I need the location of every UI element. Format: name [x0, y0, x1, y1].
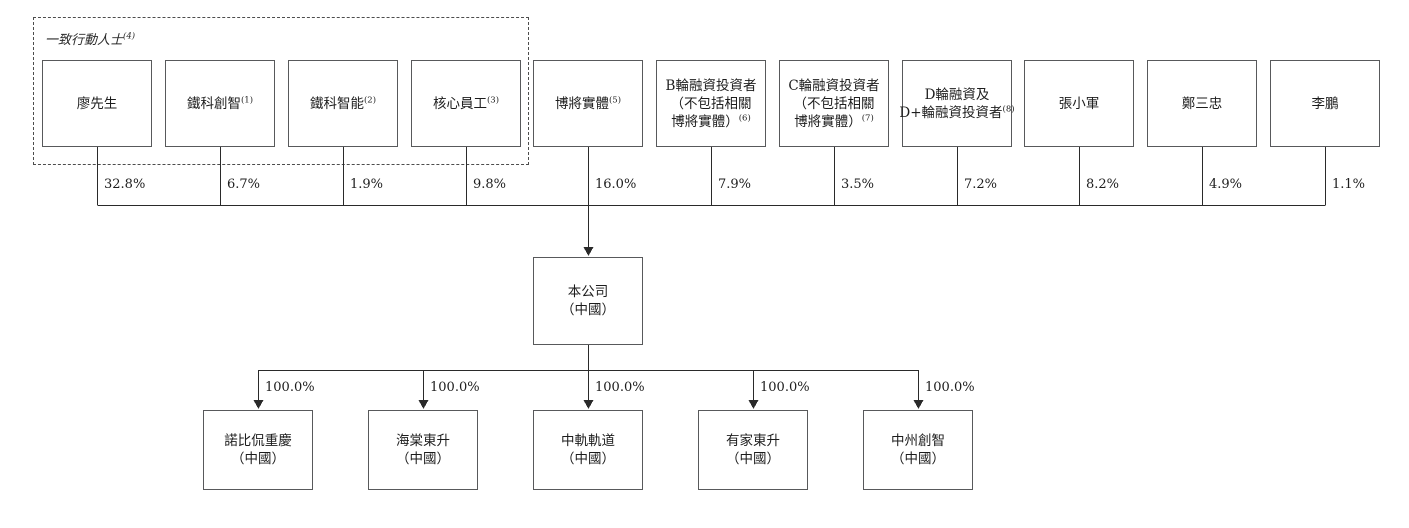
group-label-text: 一致行動人士: [45, 33, 124, 48]
shareholder-box-series-c-investors: C輪融資投資者 （不包括相關 博將實體）(7): [779, 60, 889, 147]
shareholder-box-bojiang-entities: 博將實體(5): [533, 60, 643, 147]
shareholder-name: 李鵬: [1311, 95, 1339, 112]
ownership-pct-zheng-sanzhong: 4.9%: [1209, 177, 1243, 192]
shareholder-name-line1: B輪融資投資者: [665, 77, 757, 94]
shareholder-box-zheng-sanzhong: 鄭三忠: [1147, 60, 1257, 147]
ownership-pct-mr-liao: 32.8%: [104, 177, 146, 192]
subsidiary-box-zhongzhou-chuangzhi: 中州創智 （中國）: [863, 410, 973, 490]
ownership-pct-bojiang: 16.0%: [595, 177, 637, 192]
subsidiary-name: 中軌軌道: [561, 433, 615, 449]
footnote-sup: (6): [738, 113, 751, 123]
footnote-sup: (2): [363, 95, 377, 105]
shareholder-name-line2: （不包括相關: [670, 95, 752, 112]
arrow-into-company: [583, 247, 594, 256]
shareholder-box-core-employees: 核心員工(3): [411, 60, 521, 147]
sub-pct-haitang-dongsheng: 100.0%: [430, 380, 480, 395]
sub-pct-zhonggui-guidao: 100.0%: [595, 380, 645, 395]
footnote-sup: (1): [240, 95, 254, 105]
shareholder-name: 廖先生: [76, 95, 118, 112]
subsidiary-name: 有家東升: [726, 433, 780, 449]
company-box: 本公司 （中國）: [533, 257, 643, 345]
subsidiary-country: （中國）: [726, 451, 780, 467]
shareholder-name: 核心員工: [432, 95, 487, 112]
sub-pct-nobicon-chongqing: 100.0%: [265, 380, 315, 395]
shareholder-name-line2: D+輪融資投資者: [899, 104, 1003, 121]
ownership-pct-core-employees: 9.8%: [473, 177, 507, 192]
arrowheads: [253, 247, 924, 409]
subsidiary-name: 海棠東升: [396, 433, 450, 449]
subsidiary-country: （中國）: [231, 451, 285, 467]
shareholder-name-line1: C輪融資投資者: [788, 77, 880, 94]
shareholder-name-line1: D輪融資及: [924, 86, 990, 103]
subsidiary-country: （中國）: [396, 451, 450, 467]
footnote-sup: (5): [608, 95, 622, 105]
subsidiary-name: 中州創智: [891, 433, 945, 449]
acting-in-concert-group-box: 一致行動人士(4): [33, 17, 529, 165]
subsidiary-country: （中國）: [561, 451, 615, 467]
sub-pct-youjia-dongsheng: 100.0%: [760, 380, 810, 395]
subsidiary-country: （中國）: [891, 451, 945, 467]
subsidiary-name: 諾比侃重慶: [224, 433, 292, 449]
shareholder-box-series-b-investors: B輪融資投資者 （不包括相關 博將實體）(6): [656, 60, 766, 147]
ownership-pct-tieke-zhineng: 1.9%: [350, 177, 384, 192]
shareholder-name: 鐵科智能: [309, 95, 364, 112]
shareholder-box-zhang-xiaojun: 張小軍: [1024, 60, 1134, 147]
company-name: 本公司: [567, 284, 609, 300]
shareholder-name: 鄭三忠: [1181, 95, 1223, 112]
subsidiary-box-nobicon-chongqing: 諾比侃重慶 （中國）: [203, 410, 313, 490]
ownership-pct-series-b: 7.9%: [718, 177, 752, 192]
shareholder-name: 博將實體: [554, 95, 609, 112]
shareholder-box-mr-liao: 廖先生: [42, 60, 152, 147]
group-label-footnote: (4): [123, 31, 136, 42]
ownership-pct-series-d: 7.2%: [964, 177, 998, 192]
shareholder-name: 鐵科創智: [186, 95, 241, 112]
ownership-pct-zhang-xiaojun: 8.2%: [1086, 177, 1120, 192]
shareholder-stub-lines: [97, 147, 1326, 401]
shareholder-box-series-d-investors: D輪融資及 D+輪融資投資者(8): [899, 60, 1015, 147]
shareholder-name: 張小軍: [1058, 95, 1100, 112]
sub-pct-zhongzhou-chuangzhi: 100.0%: [925, 380, 975, 395]
shareholder-name-line2: （不包括相關: [793, 95, 875, 112]
subsidiary-box-youjia-dongsheng: 有家東升 （中國）: [698, 410, 808, 490]
shareholder-box-li-peng: 李鵬: [1270, 60, 1380, 147]
ownership-pct-series-c: 3.5%: [841, 177, 875, 192]
shareholder-box-tieke-zhineng: 鐵科智能(2): [288, 60, 398, 147]
shareholder-name-line3: 博將實體）: [671, 113, 739, 130]
footnote-sup: (3): [486, 95, 500, 105]
shareholder-box-tieke-chuangzhi: 鐵科創智(1): [165, 60, 275, 147]
company-country: （中國）: [561, 302, 615, 318]
acting-in-concert-label: 一致行動人士(4): [45, 29, 135, 48]
footnote-sup: (8): [1002, 104, 1015, 114]
subsidiary-box-zhonggui-guidao: 中軌軌道 （中國）: [533, 410, 643, 490]
ownership-pct-tieke-chuangzhi: 6.7%: [227, 177, 261, 192]
footnote-sup: (7): [861, 113, 874, 123]
subsidiary-box-haitang-dongsheng: 海棠東升 （中國）: [368, 410, 478, 490]
shareholder-name-line3: 博將實體）: [794, 113, 862, 130]
ownership-pct-li-peng: 1.1%: [1332, 177, 1366, 192]
